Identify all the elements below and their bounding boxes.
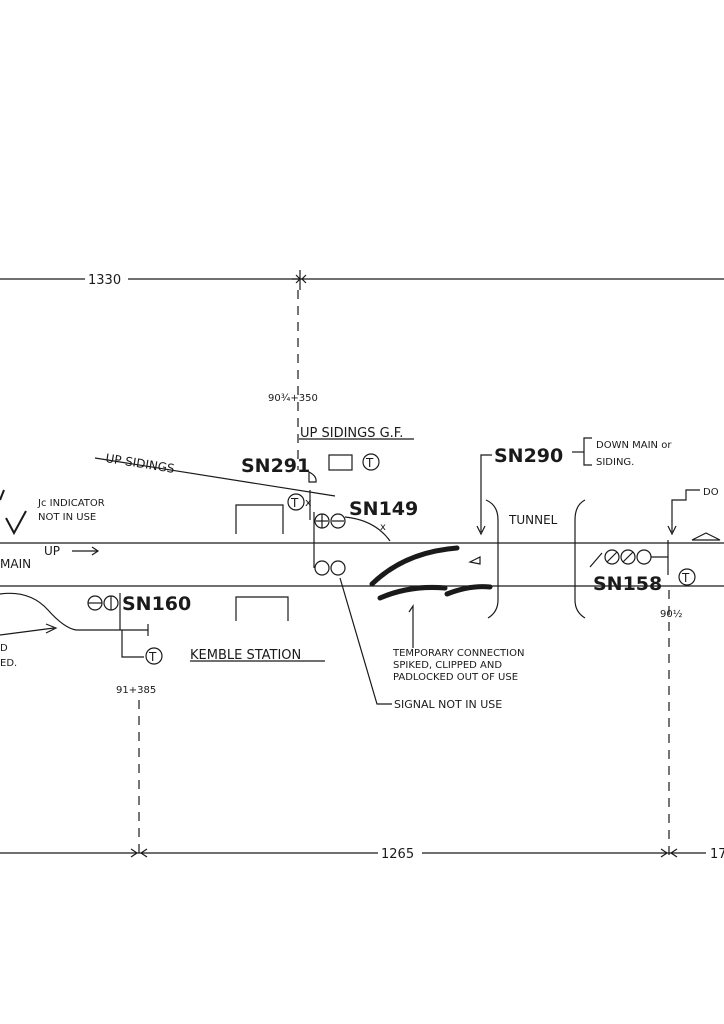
ground-frame-box <box>328 454 353 471</box>
sn149-signal-heads <box>313 512 346 530</box>
signal-not-in-use-label: SIGNAL NOT IN USE <box>394 698 502 711</box>
right-bracket-leader <box>667 489 721 541</box>
telephone-letter: T <box>681 571 690 585</box>
sn149-arc <box>344 516 391 542</box>
platform-building-lower <box>235 596 289 621</box>
telephone-letter: T <box>365 456 374 470</box>
sn160-signal <box>76 593 149 658</box>
telephone-letter: T <box>290 496 299 510</box>
signal-not-in-use-leader <box>339 577 392 705</box>
tunnel-portal-right <box>574 499 586 619</box>
tunnel-label: TUNNEL <box>508 513 558 527</box>
temp-connection-label-3: PADLOCKED OUT OF USE <box>393 672 518 683</box>
up-sidings-gf-mileage: 90¾+350 <box>268 393 318 404</box>
sn160-label: SN160 <box>122 593 191 615</box>
bottom-chainage: 1265 <box>381 847 414 862</box>
jc-indicator-label-1: Jc INDICATOR <box>37 498 105 509</box>
telephone-icon <box>145 647 163 665</box>
telephone-icon <box>362 453 380 471</box>
bottom-dimension-line <box>0 848 706 858</box>
up-direction-label: UP <box>44 544 60 558</box>
temporary-connection-marks <box>369 545 493 601</box>
sn149-cross: x <box>380 522 386 533</box>
jc-indicator-label-2: NOT IN USE <box>38 512 96 523</box>
platform-building-upper <box>235 504 284 534</box>
sn149-label: SN149 <box>349 498 418 520</box>
sn290-leader <box>468 454 492 565</box>
up-direction-arrow <box>72 546 100 556</box>
up-sidings-label: UP SIDINGS <box>105 451 176 476</box>
down-main-label-1: DOWN MAIN or <box>596 440 672 451</box>
sn158-label: SN158 <box>593 573 662 595</box>
left-partial-label-2: ED. <box>0 658 17 669</box>
tunnel-portal-left <box>485 499 499 619</box>
up-sidings-line <box>94 457 336 497</box>
temp-connection-label-2: SPIKED, CLIPPED AND <box>393 660 502 671</box>
kemble-station-label: KEMBLE STATION <box>190 648 301 663</box>
main-partial-label: MAIN <box>0 557 31 571</box>
bottom-right-partial-chainage: 17 <box>710 847 724 862</box>
top-chainage: 1330 <box>88 273 121 288</box>
telephone-icon <box>287 493 305 511</box>
temp-connection-label-1: TEMPORARY CONNECTION <box>392 648 524 659</box>
telephone-letter: T <box>148 650 157 664</box>
down-main-label-2: SIDING. <box>596 457 634 468</box>
sn290-label: SN290 <box>494 445 563 467</box>
telephone-icon <box>678 568 696 586</box>
sn158-mileage: 90½ <box>660 608 683 620</box>
left-partial-label-1: D <box>0 643 8 654</box>
up-sidings-gf-label: UP SIDINGS G.F. <box>300 426 403 441</box>
top-dimension-line <box>0 270 724 290</box>
left-crossover <box>0 592 77 636</box>
sn158-signal <box>589 540 669 575</box>
temporary-connection-leader <box>408 604 414 648</box>
sn160-mileage: 91+385 <box>116 685 156 696</box>
signal-not-in-use-heads <box>313 530 346 576</box>
down-main-bracket <box>572 437 592 466</box>
sn291-signal-post <box>308 471 317 520</box>
sn291-cross: x <box>305 496 312 509</box>
sn291-label: SN291 <box>241 455 310 477</box>
reference-dashed-lines-lower <box>138 590 670 860</box>
do-partial-label: DO <box>703 487 719 498</box>
jc-indicator-mark <box>0 489 27 536</box>
